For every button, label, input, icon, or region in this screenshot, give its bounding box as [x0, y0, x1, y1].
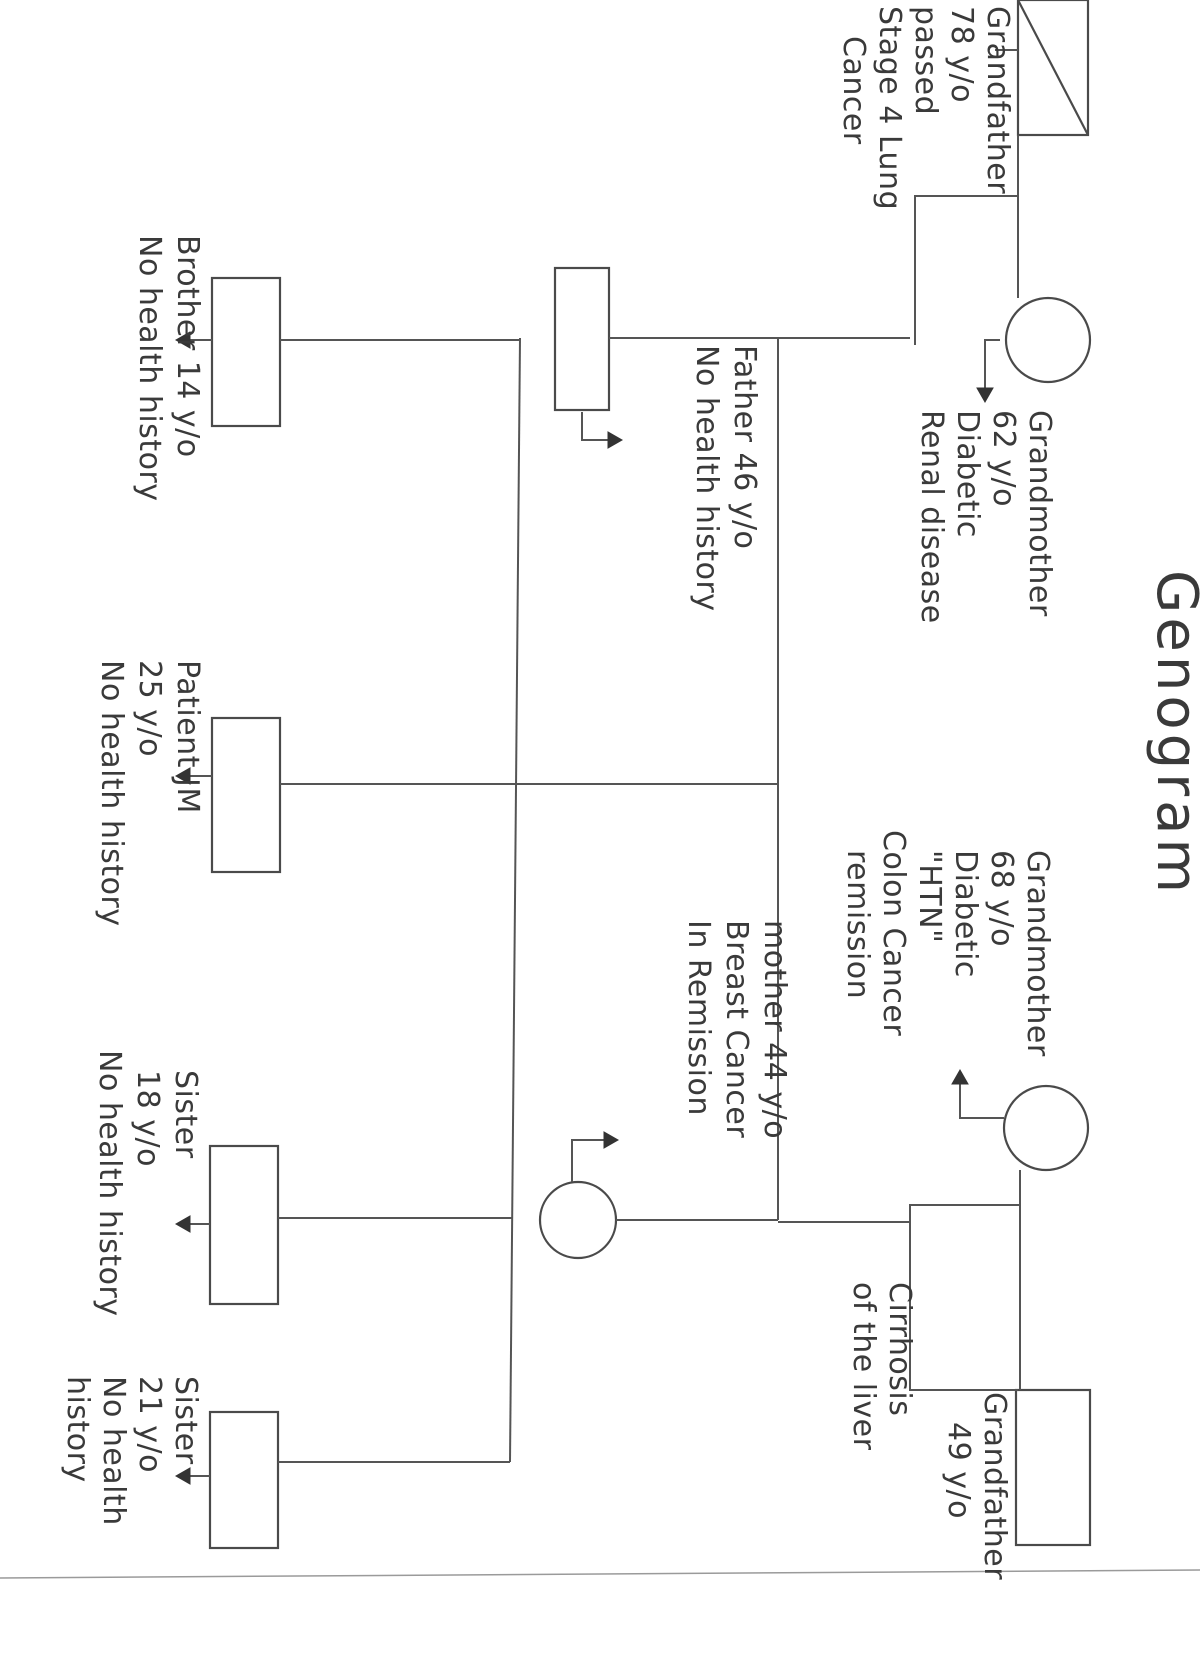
sister-21-label-line: Sister	[168, 1376, 203, 1465]
mother-label: mother 44 y/o Breast Cancer In Remission	[681, 920, 792, 1139]
sister-18-label-line: No health history	[92, 1050, 127, 1317]
paternal-grandmother-arrow-line	[984, 339, 1000, 392]
paternal-grandfather-label-line: passed	[908, 6, 943, 115]
paternal-grandmother-label-line: 62 y/o	[986, 410, 1021, 507]
sister-18-label-line: 18 y/o	[130, 1070, 165, 1167]
paternal-grandfather-label-line: Grandfather	[980, 6, 1015, 194]
mother-label-line: In Remission	[681, 920, 716, 1116]
maternal-grandmother-label-line: Colon Cancer	[876, 830, 911, 1036]
patient-label-line: No health history	[94, 660, 129, 927]
brother-label-line: Brother 14 y/o	[170, 235, 205, 458]
page-bottom-rule	[0, 1569, 1200, 1579]
maternal-grandmother-label-line: "HTN"	[912, 850, 947, 943]
sister-21-label-line: No health	[96, 1376, 131, 1526]
mother-arrow-line	[571, 1139, 608, 1182]
sister-18-square	[208, 1144, 280, 1306]
paternal-grandmother-label: Grandmother 62 y/o Diabetic Renal diseas…	[914, 410, 1057, 624]
maternal-grandfather-label: Grandfather 49 y/o	[941, 1392, 1012, 1580]
patient-label: Patient JM 25 y/o No health history	[94, 660, 205, 927]
sister-21-label: Sister 21 y/o No health history	[60, 1376, 203, 1526]
paternal-grandfather-label-line: Stage 4 Lung	[872, 6, 907, 210]
mother-label-line: mother 44 y/o	[757, 920, 792, 1139]
paternal-grandfather-label-line: 78 y/o	[944, 6, 979, 103]
maternal-grandfather-square	[1014, 1388, 1092, 1547]
maternal-grandmother-label-line: remission	[840, 850, 875, 999]
paternal-grandmother-circle	[1004, 296, 1092, 384]
sibship-line	[509, 337, 521, 1463]
sister-18-arrowhead	[174, 1215, 191, 1233]
sister-21-square	[208, 1410, 280, 1550]
father-label-line: Father 46 y/o	[727, 345, 762, 549]
father-arrow-line	[581, 412, 612, 441]
maternal-grandmother-label-line: 68 y/o	[984, 850, 1019, 947]
maternal-grandmother-arrowhead	[951, 1068, 969, 1085]
father-square	[553, 266, 611, 412]
father-label-line: No health history	[689, 345, 724, 612]
maternal-grandmother-arrow-line	[959, 1080, 1004, 1119]
sister-21-arrowhead	[174, 1467, 191, 1485]
brother-label-line: No health history	[132, 235, 167, 502]
paternal-grandmother-label-line: Renal disease	[914, 410, 949, 624]
paternal-grandmother-label-line: Diabetic	[950, 410, 985, 538]
mother-label-line: Breast Cancer	[719, 920, 754, 1138]
paternal-grandfather-square	[1016, 0, 1090, 137]
maternal-grandmother-circle	[1002, 1084, 1090, 1172]
patient-square	[210, 716, 282, 874]
paternal-grandfather-label-line: Cancer	[836, 36, 871, 145]
paternal-grandmother-label-line: Grandmother	[1022, 410, 1057, 617]
mother-circle	[538, 1180, 618, 1260]
maternal-grandmother-label-line: Diabetic	[948, 850, 983, 978]
maternal-grandfather-note-label-line: Cirrhosis	[882, 1282, 917, 1416]
father-arrowhead	[607, 431, 624, 449]
paternal-descent-line	[914, 195, 1018, 345]
maternal-grandmother-label-line: Grandmother	[1020, 850, 1055, 1057]
patient-arrowhead	[174, 767, 191, 785]
maternal-grandfather-note-label: Cirrhosis of the liver	[846, 1282, 917, 1451]
maternal-grandfather-label-line: 49 y/o	[941, 1422, 976, 1519]
brother-arrowhead	[174, 331, 191, 349]
maternal-grandfather-note-label-line: of the liver	[846, 1282, 881, 1451]
page-title: Genogram	[1144, 570, 1200, 897]
paternal-grandmother-arrowhead	[976, 387, 994, 404]
paternal-grandfather-label: Grandfather 78 y/o passed Stage 4 Lung C…	[836, 6, 1015, 210]
maternal-grandfather-label-line: Grandfather	[977, 1392, 1012, 1580]
brother-square	[210, 276, 282, 428]
mother-arrowhead	[603, 1131, 620, 1149]
father-label: Father 46 y/o No health history	[689, 345, 762, 612]
sister-21-label-line: history	[60, 1376, 95, 1483]
patient-label-line: Patient JM	[170, 660, 205, 814]
sister-18-label-line: Sister	[168, 1070, 203, 1159]
maternal-grandmother-label: Grandmother 68 y/o Diabetic "HTN" Colon …	[840, 830, 1055, 1057]
brother-label: Brother 14 y/o No health history	[132, 235, 205, 502]
maternal-descent-line	[909, 1204, 1020, 1391]
paternal-grandfather-deceased-mark	[1017, 0, 1089, 136]
patient-label-line: 25 y/o	[132, 660, 167, 757]
sister-18-label: Sister 18 y/o No health history	[92, 1050, 203, 1317]
sister-21-label-line: 21 y/o	[132, 1376, 167, 1473]
